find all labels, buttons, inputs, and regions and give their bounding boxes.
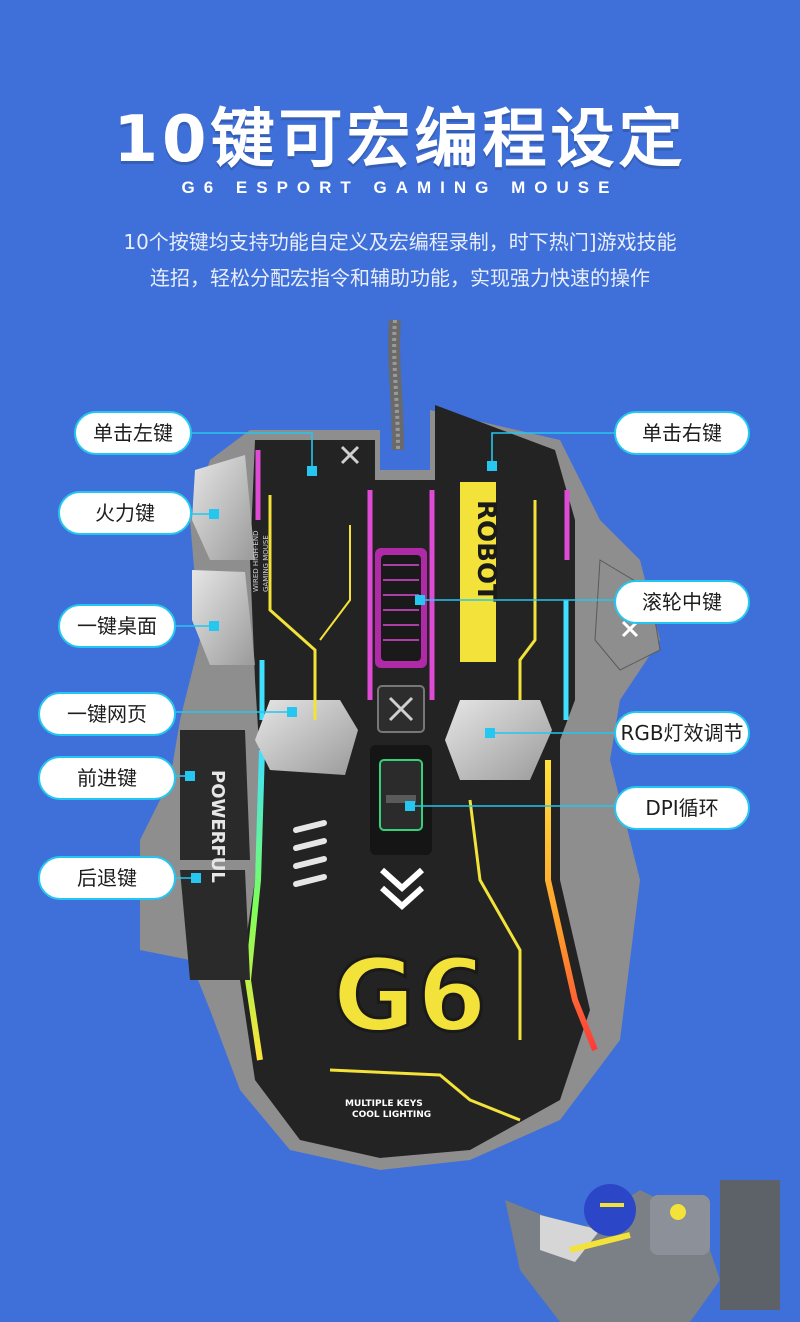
robot-badge: ROBOT [460, 482, 501, 662]
rgb-strip-left [244, 749, 265, 1061]
rgb-button [445, 700, 552, 780]
callout-fire-key: 火力键 [58, 491, 192, 535]
callout-webpage-key: 一键网页 [38, 692, 176, 736]
description-line-2: 连招，轻松分配宏指令和辅助功能，实现强力快速的操作 [150, 266, 650, 290]
rgb-strip-right [545, 760, 598, 1052]
callout-left-click: 单击左键 [74, 411, 192, 455]
callout-back-key: 后退键 [38, 856, 176, 900]
powerful-text: POWERFUL [207, 770, 228, 883]
robot-text: ROBOT [471, 500, 501, 602]
callout-forward-key: 前进键 [38, 756, 176, 800]
tagline-2: COOL LIGHTING [352, 1110, 431, 1120]
callout-scroll-middle: 滚轮中键 [614, 580, 750, 624]
callout-right-click: 单击右键 [614, 411, 750, 455]
g6-logo: G6 [333, 937, 489, 1054]
small-text-1: WIRED HIGH-END [252, 531, 260, 592]
callout-rgb-light: RGB灯效调节 [614, 711, 750, 755]
callout-desktop-key: 一键桌面 [58, 604, 176, 648]
desktop-button [192, 570, 255, 665]
description-line-1: 10个按键均支持功能自定义及宏编程录制，时下热门]游戏技能 [123, 230, 677, 254]
small-text-2: GAMING MOUSE [262, 535, 270, 592]
fire-button [192, 455, 255, 560]
tagline-1: MULTIPLE KEYS [345, 1099, 423, 1109]
robot-mascot [505, 1180, 780, 1322]
webpage-button [255, 700, 358, 775]
page-title: 10键可宏编程设定 [113, 103, 687, 177]
page-subtitle: G6 ESPORT GAMING MOUSE [181, 178, 619, 197]
callout-dpi-cycle: DPI循环 [614, 786, 750, 830]
description: 10个按键均支持功能自定义及宏编程录制，时下热门]游戏技能 连招，轻松分配宏指令… [60, 224, 740, 296]
